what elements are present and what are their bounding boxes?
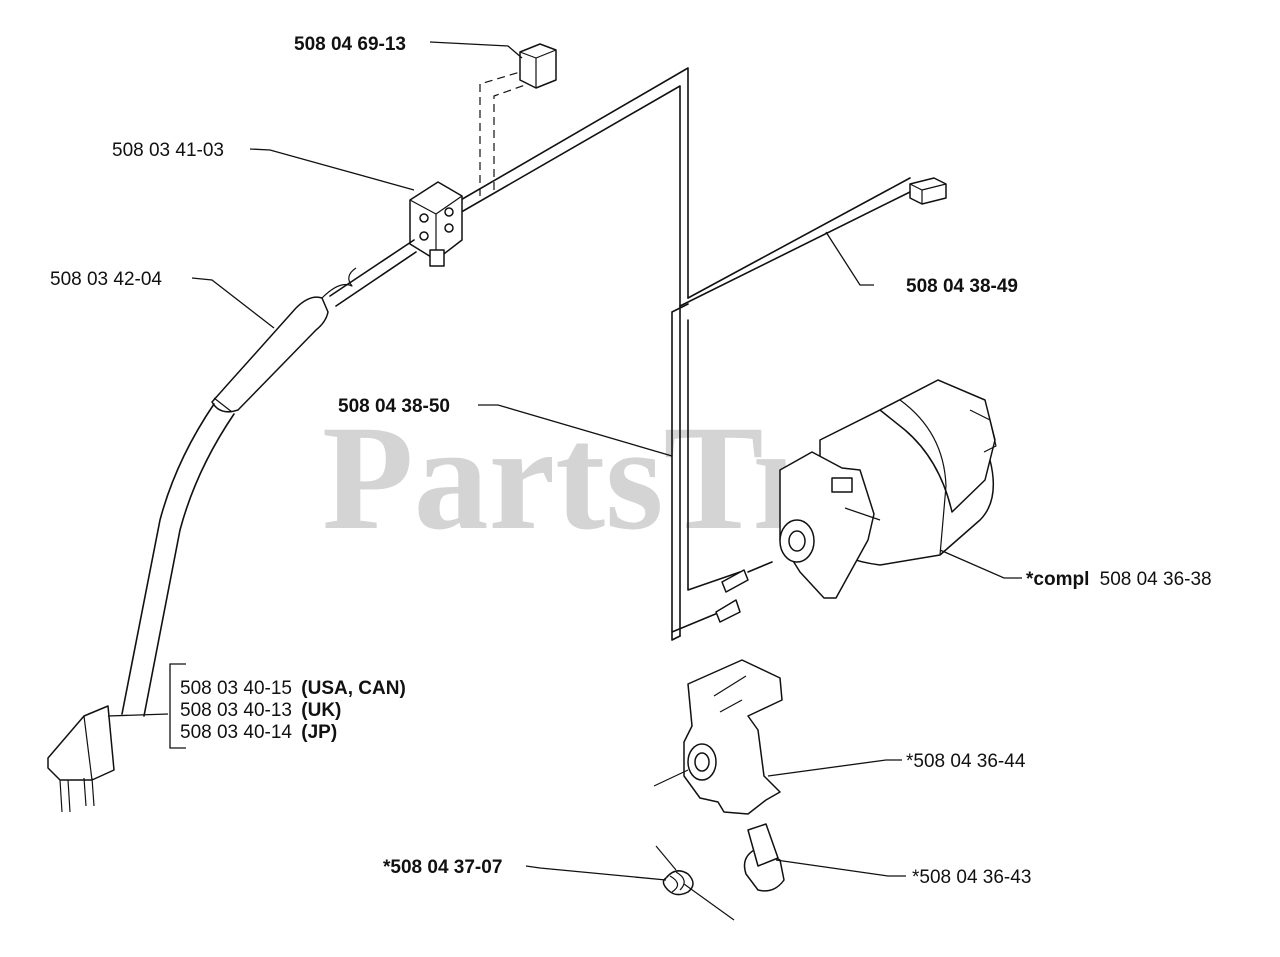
leader-lines [107,41,1022,881]
label-compl-number: 508 04 36-38 [1100,569,1212,590]
power-cord [47,239,417,813]
label-compl-prefix: *compl [1026,569,1089,590]
label-508-04-36-38: *compl 508 04 36-38 [1026,569,1212,590]
label-power-cord-uk: 508 03 40-13 (UK) [180,700,341,721]
label-508-04-37-07: *508 04 37-07 [383,857,502,878]
part-labels: 508 04 69-13 508 03 41-03 508 03 42-04 5… [50,34,1212,888]
spring [655,845,735,921]
label-508-04-36-43: *508 04 36-43 [912,867,1031,888]
carbon-brush [743,823,785,892]
label-508-03-41-03: 508 03 41-03 [112,140,224,161]
motor-assembly [779,379,997,599]
label-508-04-36-44: *508 04 36-44 [906,751,1026,772]
label-508-04-38-49: 508 04 38-49 [906,276,1018,297]
brush-holder [653,659,783,815]
label-508-03-42-04: 508 03 42-04 [50,269,162,290]
label-508-04-69-13: 508 04 69-13 [294,34,406,55]
terminal-block [409,181,463,267]
label-power-cord-usa: 508 03 40-15 (USA, CAN) [180,678,406,699]
wiring-harness [439,43,947,641]
label-power-cord-jp: 508 03 40-14 (JP) [180,722,337,743]
label-508-04-38-50: 508 04 38-50 [338,396,450,417]
